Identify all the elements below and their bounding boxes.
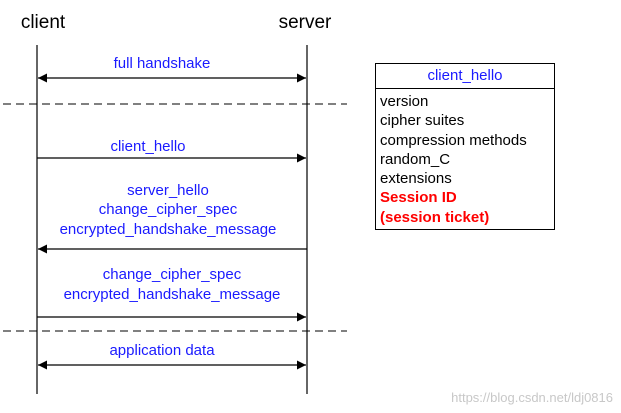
client-hello-field: compression methods <box>380 131 527 149</box>
client-hello-field: random_C <box>380 150 451 168</box>
message-label: full handshake <box>114 55 211 72</box>
client-hello-field: (session ticket) <box>380 208 490 226</box>
server-label: server <box>279 12 332 33</box>
message-label: server_hello <box>127 182 209 199</box>
client-hello-field: version <box>380 93 429 110</box>
client-hello-box-title: client_hello <box>376 64 554 89</box>
message-change-cipher-spec: change_cipher_spec encrypted_handshake_m… <box>37 266 306 322</box>
client-hello-field: Session ID <box>380 189 457 207</box>
message-full-handshake: full handshake <box>38 55 306 83</box>
message-server-hello: server_hello change_cipher_spec encrypte… <box>38 182 307 254</box>
message-application-data: application data <box>38 342 306 370</box>
client-hello-field: extensions <box>380 170 452 188</box>
message-label: encrypted_handshake_message <box>64 286 281 303</box>
message-label: client_hello <box>110 138 185 155</box>
message-label: change_cipher_spec <box>103 266 242 283</box>
message-label: change_cipher_spec <box>99 201 238 218</box>
client-label: client <box>21 12 66 33</box>
client-hello-field: cipher suites <box>380 112 465 130</box>
watermark: https://blog.csdn.net/ldj0816 <box>451 390 613 405</box>
message-label: encrypted_handshake_message <box>60 221 277 238</box>
message-client-hello: client_hello <box>37 138 306 163</box>
message-label: application data <box>109 342 215 359</box>
